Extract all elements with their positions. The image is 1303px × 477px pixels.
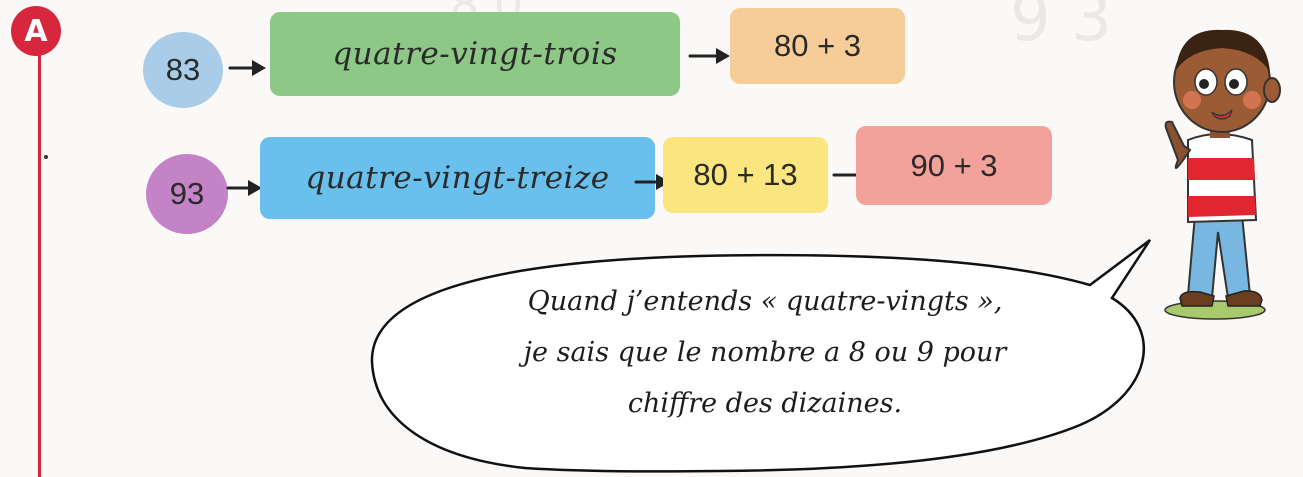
stray-dot <box>44 155 48 159</box>
boy-character-illustration <box>1164 29 1281 320</box>
words-box-quatre-vingt-treize: quatre-vingt-treize <box>260 137 655 219</box>
arrow-right-icon <box>226 180 262 196</box>
section-margin-line <box>38 30 41 477</box>
words-box-quatre-vingt-trois: quatre-vingt-trois <box>270 12 680 96</box>
number-circle-93: 93 <box>146 154 228 234</box>
speech-line-3: chiffre des dizaines. <box>627 388 903 419</box>
decomposition-box-80-plus-13: 80 + 13 <box>663 137 828 213</box>
speech-bubble-text: Quand j’entends « quatre-vingts », je sa… <box>420 276 1110 429</box>
decomposition-box-90-plus-3: 90 + 3 <box>856 126 1052 205</box>
arrow-right-icon <box>688 48 730 64</box>
speech-line-1: Quand j’entends « quatre-vingts », <box>527 286 1003 317</box>
speech-line-2: je sais que le nombre a 8 ou 9 pour <box>523 337 1007 368</box>
section-badge: A <box>11 6 61 56</box>
arrow-right-icon <box>228 60 266 76</box>
background-ghost-digits: 9 3 <box>1010 0 1112 56</box>
decomposition-box-80-plus-3: 80 + 3 <box>730 8 905 84</box>
number-circle-83: 83 <box>143 32 223 108</box>
